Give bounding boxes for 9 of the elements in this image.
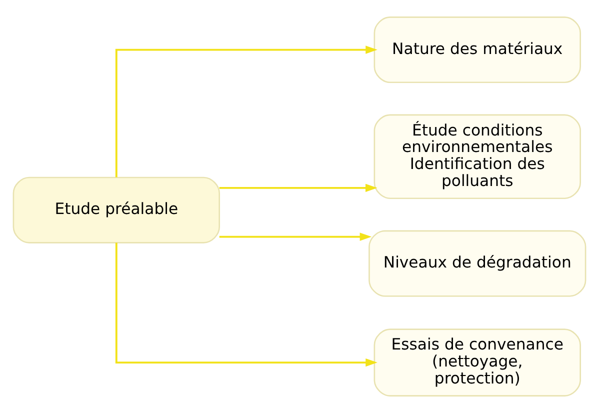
arrow	[115, 45, 378, 177]
node-box: Essais de convenance (nettoyage, protection)	[374, 328, 581, 396]
arrow	[115, 242, 378, 366]
node-box: Nature des matériaux	[374, 16, 581, 83]
node-box: Niveaux de dégradation	[368, 230, 586, 296]
arrow	[219, 232, 372, 240]
node-box: Étude conditions environnementales Identification des polluants	[374, 114, 581, 198]
node-box: Etude préalable	[12, 176, 220, 243]
arrow	[219, 183, 378, 192]
